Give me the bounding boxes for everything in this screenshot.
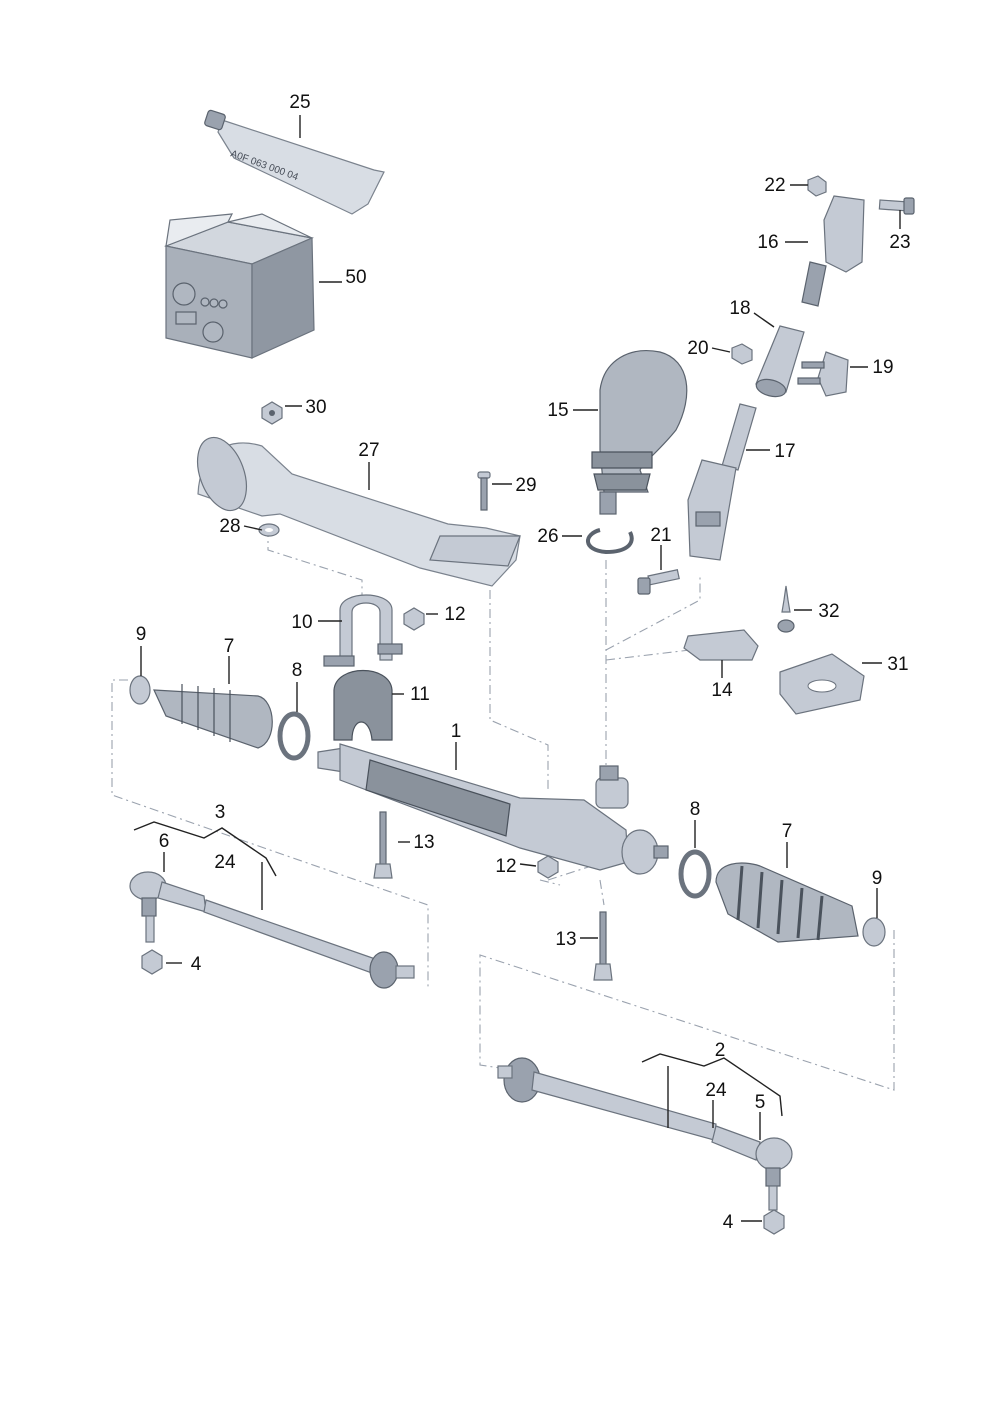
intermediate-shaft-17 <box>687 403 757 561</box>
label-3: 3 <box>215 802 226 823</box>
rubber-bush-11 <box>333 670 393 741</box>
label-9-right: 9 <box>872 868 883 889</box>
tie-rod-2 <box>497 1057 717 1141</box>
label-13-lower: 13 <box>555 929 576 950</box>
label-7-right: 7 <box>782 821 793 842</box>
nut-4-right <box>763 1209 785 1235</box>
label-21: 21 <box>650 525 671 546</box>
label-8-left: 8 <box>292 660 303 681</box>
label-15: 15 <box>547 400 568 421</box>
leader-lines <box>133 115 901 1222</box>
label-8-right: 8 <box>690 799 701 820</box>
label-13-upper: 13 <box>413 832 434 853</box>
label-50: 50 <box>345 267 366 288</box>
boot-7-right <box>715 862 859 943</box>
grease-tube-25: A0F 063 000 04 <box>204 109 385 215</box>
nut-12-lower <box>537 855 559 879</box>
label-18: 18 <box>729 298 750 319</box>
nut-20 <box>731 343 753 365</box>
label-31: 31 <box>887 654 908 675</box>
steering-boot-15 <box>591 350 688 515</box>
nut-30 <box>261 401 283 425</box>
universal-joint-16 <box>801 195 865 307</box>
nut-22 <box>807 175 827 197</box>
bracket-19 <box>797 351 849 397</box>
label-24-left: 24 <box>214 852 236 873</box>
label-4-right: 4 <box>723 1212 734 1233</box>
screw-29 <box>477 471 491 511</box>
label-10: 10 <box>291 612 312 633</box>
label-2: 2 <box>715 1040 726 1061</box>
label-7-left: 7 <box>224 636 235 657</box>
label-17: 17 <box>774 441 795 462</box>
nut-4-left <box>141 949 163 975</box>
tie-rod-end-6 <box>129 871 207 943</box>
label-30: 30 <box>305 397 326 418</box>
label-23: 23 <box>889 232 910 253</box>
bolt-23 <box>878 197 915 215</box>
label-11: 11 <box>410 684 430 705</box>
bolt-21 <box>637 569 680 595</box>
label-28: 28 <box>219 516 240 537</box>
clip-9-right <box>862 917 886 947</box>
clamp-26 <box>586 528 634 555</box>
label-9-left: 9 <box>136 624 147 645</box>
label-26: 26 <box>537 526 558 547</box>
nut-12-upper <box>403 607 425 631</box>
bolt-13-upper <box>373 811 393 879</box>
assembly-lines <box>111 528 895 1091</box>
part-labels: 25 50 22 23 16 18 20 19 15 17 30 27 29 2… <box>136 92 911 1233</box>
label-27: 27 <box>358 440 379 461</box>
holder-14 <box>683 629 759 661</box>
label-16: 16 <box>757 232 778 253</box>
label-4-left: 4 <box>191 954 202 975</box>
label-12-upper: 12 <box>444 604 465 625</box>
bolt-13-lower <box>593 911 613 981</box>
clip-9-left <box>129 675 151 705</box>
boot-7-left <box>153 684 273 749</box>
label-24-right: 24 <box>705 1080 727 1101</box>
label-6: 6 <box>159 831 170 852</box>
shaft-sleeve-18 <box>755 325 805 398</box>
tie-rod-3 <box>203 899 415 989</box>
bracket-plate-31 <box>779 653 865 715</box>
label-19: 19 <box>872 357 893 378</box>
label-12-lower: 12 <box>495 856 516 877</box>
label-5: 5 <box>755 1092 766 1113</box>
parts-box-50 <box>163 213 315 359</box>
label-29: 29 <box>515 475 536 496</box>
clamp-8-right <box>678 849 712 899</box>
clamp-8-left <box>277 711 311 761</box>
label-14: 14 <box>711 680 733 701</box>
label-1: 1 <box>451 721 462 742</box>
mounting-clamp-10 <box>323 594 403 667</box>
label-22: 22 <box>764 175 785 196</box>
label-20: 20 <box>687 338 708 359</box>
rivet-32 <box>777 585 795 633</box>
label-25: 25 <box>289 92 310 113</box>
label-32: 32 <box>818 601 839 622</box>
heat-shield-27 <box>196 436 521 587</box>
tie-rod-end-5 <box>711 1125 793 1211</box>
steering-rack-1 <box>317 743 669 875</box>
